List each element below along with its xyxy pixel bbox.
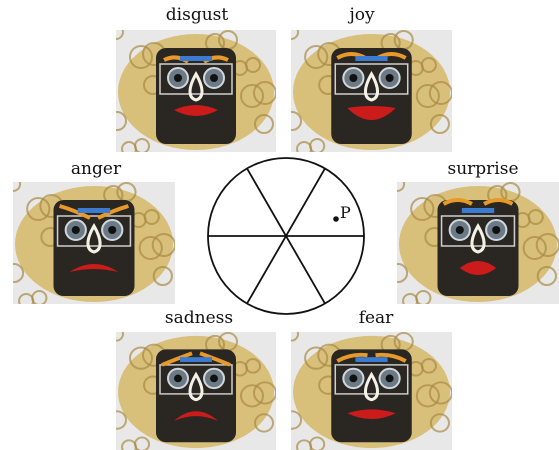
point-p-label: P (340, 203, 351, 222)
wheel-spokes (208, 168, 364, 303)
point-p-marker (333, 216, 339, 222)
